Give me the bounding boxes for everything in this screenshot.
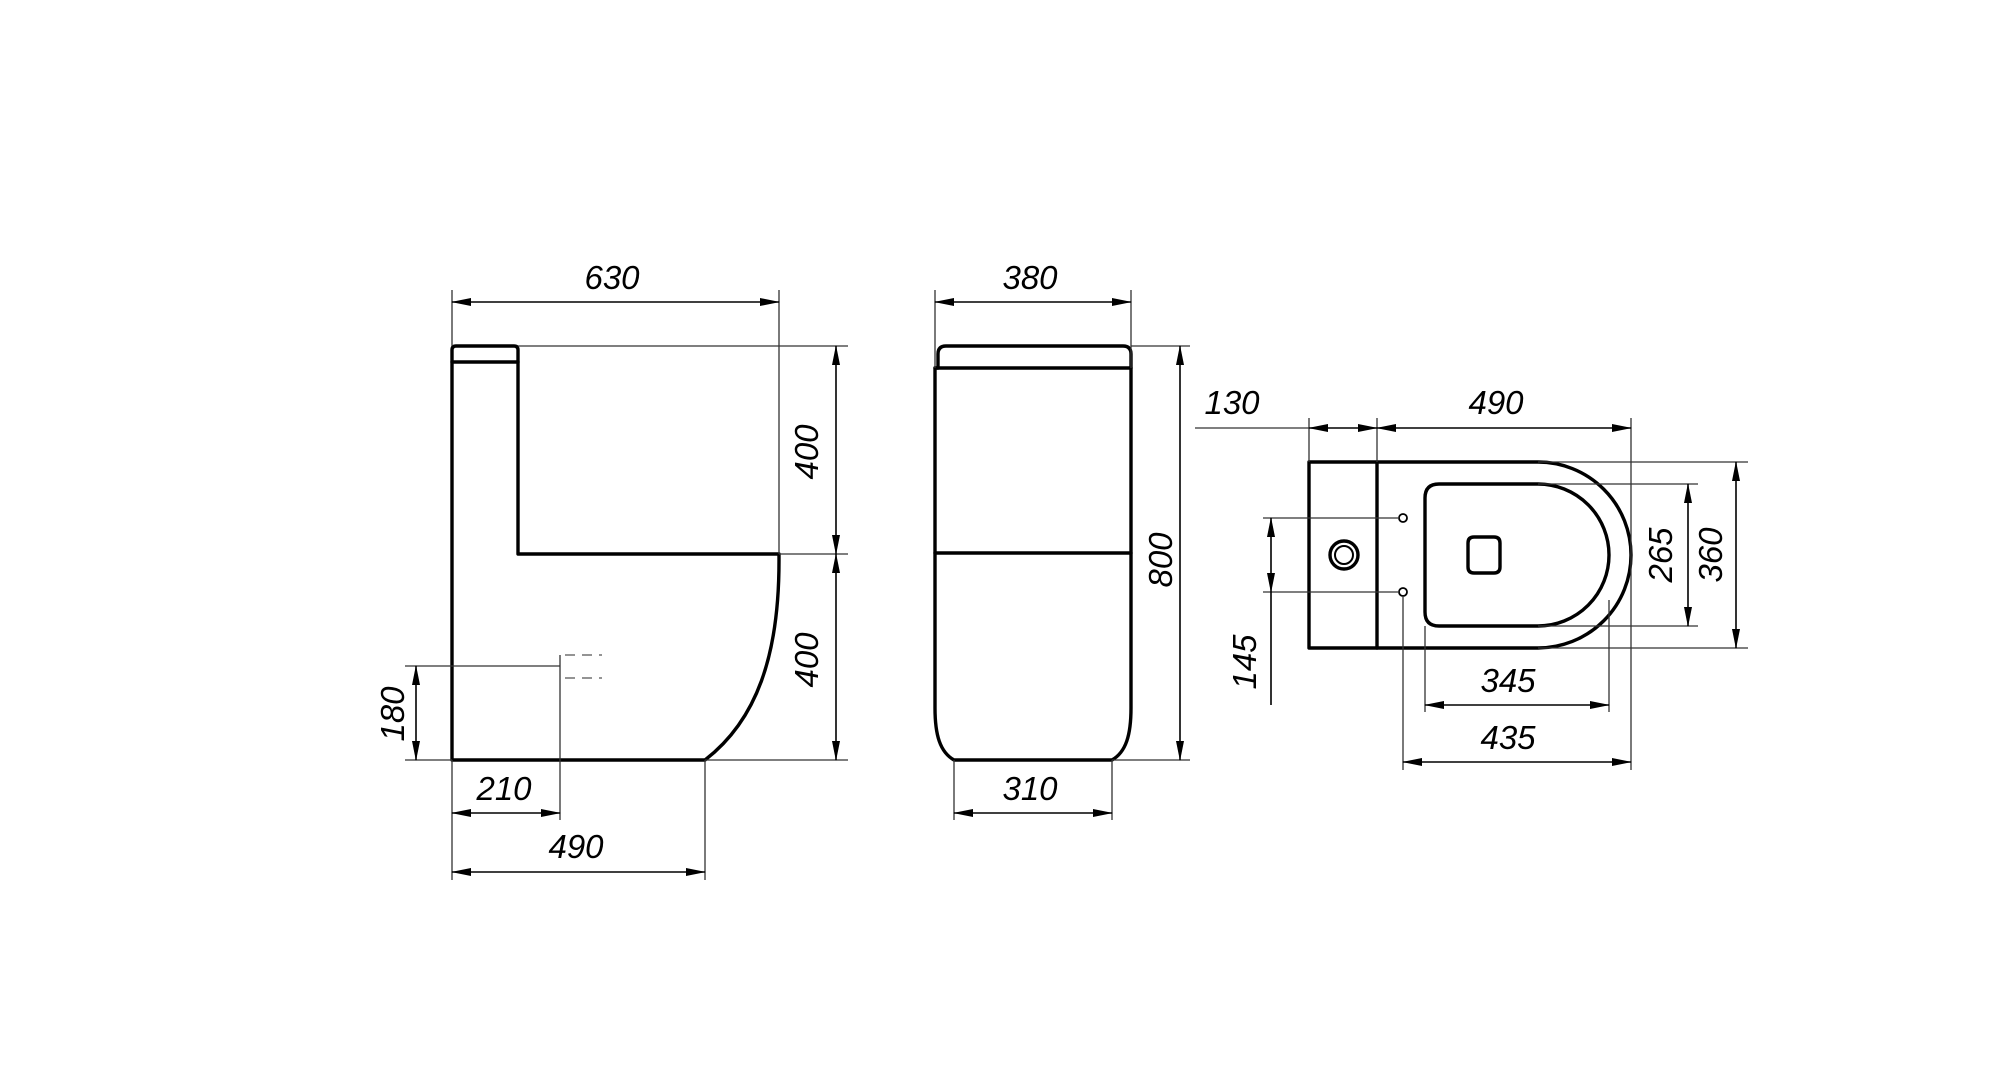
top-flush-button-outer — [1328, 539, 1360, 571]
front-body-outline — [933, 344, 1133, 762]
label-top-tank-depth: 130 — [1204, 384, 1260, 421]
side-view: 630 400 400 180 210 490 — [374, 259, 848, 880]
label-side-outlet-offset: 210 — [475, 770, 532, 807]
label-side-base-length: 490 — [548, 828, 604, 865]
label-top-inner-width: 265 — [1642, 527, 1679, 584]
label-top-seat-hole-spacing: 145 — [1226, 634, 1263, 690]
label-top-bowl-length: 490 — [1468, 384, 1524, 421]
top-seat-opening — [1423, 482, 1611, 628]
label-top-seat-length: 345 — [1480, 662, 1536, 699]
label-side-bowl-height: 400 — [788, 632, 825, 688]
label-side-overall-length: 630 — [584, 259, 640, 296]
side-body-outline — [450, 344, 781, 762]
top-view: 130 490 145 265 360 345 435 — [1195, 384, 1748, 770]
front-view: 380 800 310 — [933, 259, 1190, 820]
label-front-base-width: 310 — [1002, 770, 1058, 807]
top-drain-square — [1466, 535, 1502, 575]
label-side-outlet-height: 180 — [374, 686, 411, 742]
top-seat-hole-lower — [1398, 587, 1408, 597]
top-seat-hole-upper — [1398, 513, 1408, 523]
label-front-overall-height: 800 — [1142, 532, 1179, 588]
label-top-outer-width: 360 — [1692, 527, 1729, 583]
label-top-hole-to-front: 435 — [1480, 719, 1536, 756]
top-flush-button-inner — [1334, 545, 1354, 565]
label-side-tank-height: 400 — [788, 424, 825, 480]
label-front-overall-width: 380 — [1002, 259, 1058, 296]
